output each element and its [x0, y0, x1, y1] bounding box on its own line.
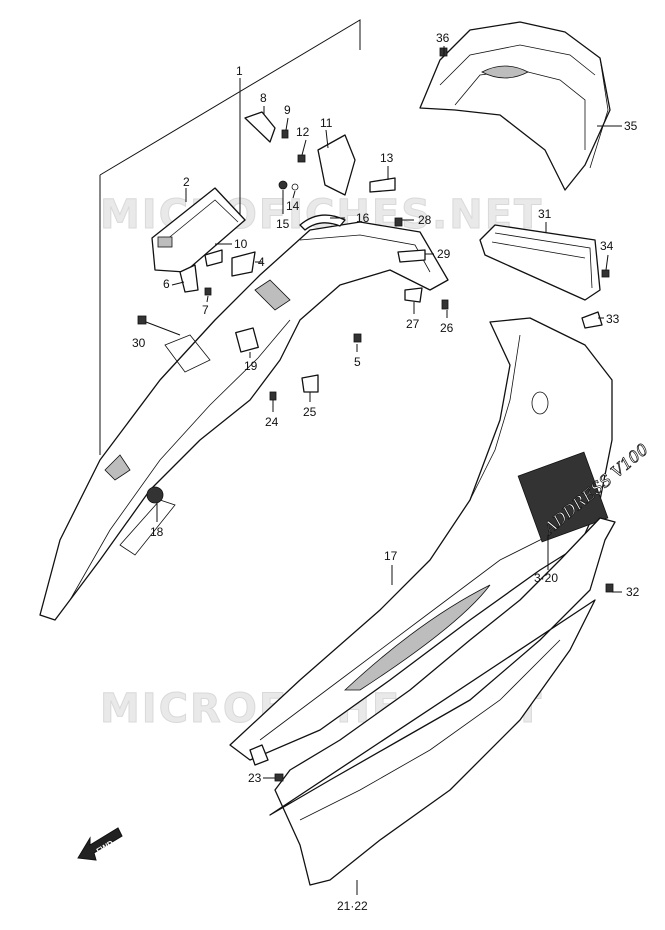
- screw-part-12: [297, 154, 306, 163]
- clip-part-25: [301, 374, 319, 393]
- brand-decal: [517, 451, 609, 543]
- group-1-bracket-top: [99, 19, 361, 176]
- side-cover-part-21-22: [269, 517, 616, 895]
- bolt-part-30: [137, 315, 147, 325]
- label-7: 7: [202, 303, 209, 317]
- leader-lines: [145, 46, 622, 779]
- nut-part-15: [278, 180, 288, 190]
- label-28: 28: [418, 213, 432, 227]
- screw-part-5: [353, 333, 362, 343]
- label-14: 14: [286, 199, 300, 213]
- label-21-22: 21·22: [337, 899, 368, 913]
- screw-part-23: [274, 773, 284, 782]
- label-3-20: 3·20: [534, 571, 558, 585]
- label-10: 10: [234, 237, 248, 251]
- bracket-part-2: [151, 187, 246, 273]
- label-35: 35: [624, 119, 638, 133]
- grommet-part-18: [146, 486, 164, 504]
- label-12: 12: [296, 125, 310, 139]
- label-11: 11: [320, 116, 333, 130]
- part-labels: 1 2 3·20 4 5 6 7 8 9 10 11 12 13 14 15 1…: [132, 31, 640, 913]
- label-29: 29: [437, 247, 451, 261]
- label-6: 6: [163, 277, 170, 291]
- latch-part-11: [317, 134, 356, 196]
- label-8: 8: [260, 91, 267, 105]
- label-1: 1: [236, 64, 243, 78]
- clip-part-27: [404, 287, 423, 303]
- rear-carrier-part-35: [419, 21, 622, 191]
- fwd-arrow: FWD: [77, 827, 123, 861]
- bracket-part-6: [179, 264, 199, 293]
- label-24: 24: [265, 415, 279, 429]
- screw-part-28: [394, 217, 403, 227]
- screw-part-32: [605, 583, 614, 593]
- cable-part-13: [369, 177, 396, 193]
- label-34: 34: [600, 239, 614, 253]
- screw-part-34: [601, 269, 610, 278]
- spring-part-16: [299, 214, 346, 231]
- screw-part-9: [281, 129, 289, 139]
- clip-part-29: [397, 249, 426, 263]
- label-23: 23: [248, 771, 262, 785]
- label-4: 4: [258, 255, 265, 269]
- pad-part-19: [235, 327, 259, 353]
- label-26: 26: [440, 321, 454, 335]
- clip-part-33: [581, 311, 603, 329]
- label-27: 27: [406, 317, 420, 331]
- washer-part-14: [291, 183, 299, 191]
- label-17: 17: [384, 549, 398, 563]
- plate-part-8: [244, 111, 276, 143]
- label-15: 15: [276, 217, 290, 231]
- screw-part-7: [204, 287, 212, 296]
- label-19: 19: [244, 359, 258, 373]
- label-30: 30: [132, 336, 146, 350]
- screw-part-26: [441, 299, 449, 310]
- label-25: 25: [303, 405, 317, 419]
- screw-part-24: [269, 391, 277, 401]
- label-5: 5: [354, 355, 361, 369]
- arrow-icon: [77, 827, 123, 861]
- label-31: 31: [538, 207, 552, 221]
- clip-23: [249, 744, 269, 766]
- label-2: 2: [183, 175, 190, 189]
- label-9: 9: [284, 103, 291, 117]
- panel-part-31: [479, 222, 601, 301]
- bracket-part-10: [204, 249, 223, 267]
- label-36: 36: [436, 31, 450, 45]
- label-13: 13: [380, 151, 394, 165]
- label-16: 16: [356, 211, 370, 225]
- label-33: 33: [606, 312, 620, 326]
- label-18: 18: [150, 525, 164, 539]
- label-32: 32: [626, 585, 640, 599]
- bracket-part-4: [231, 251, 256, 277]
